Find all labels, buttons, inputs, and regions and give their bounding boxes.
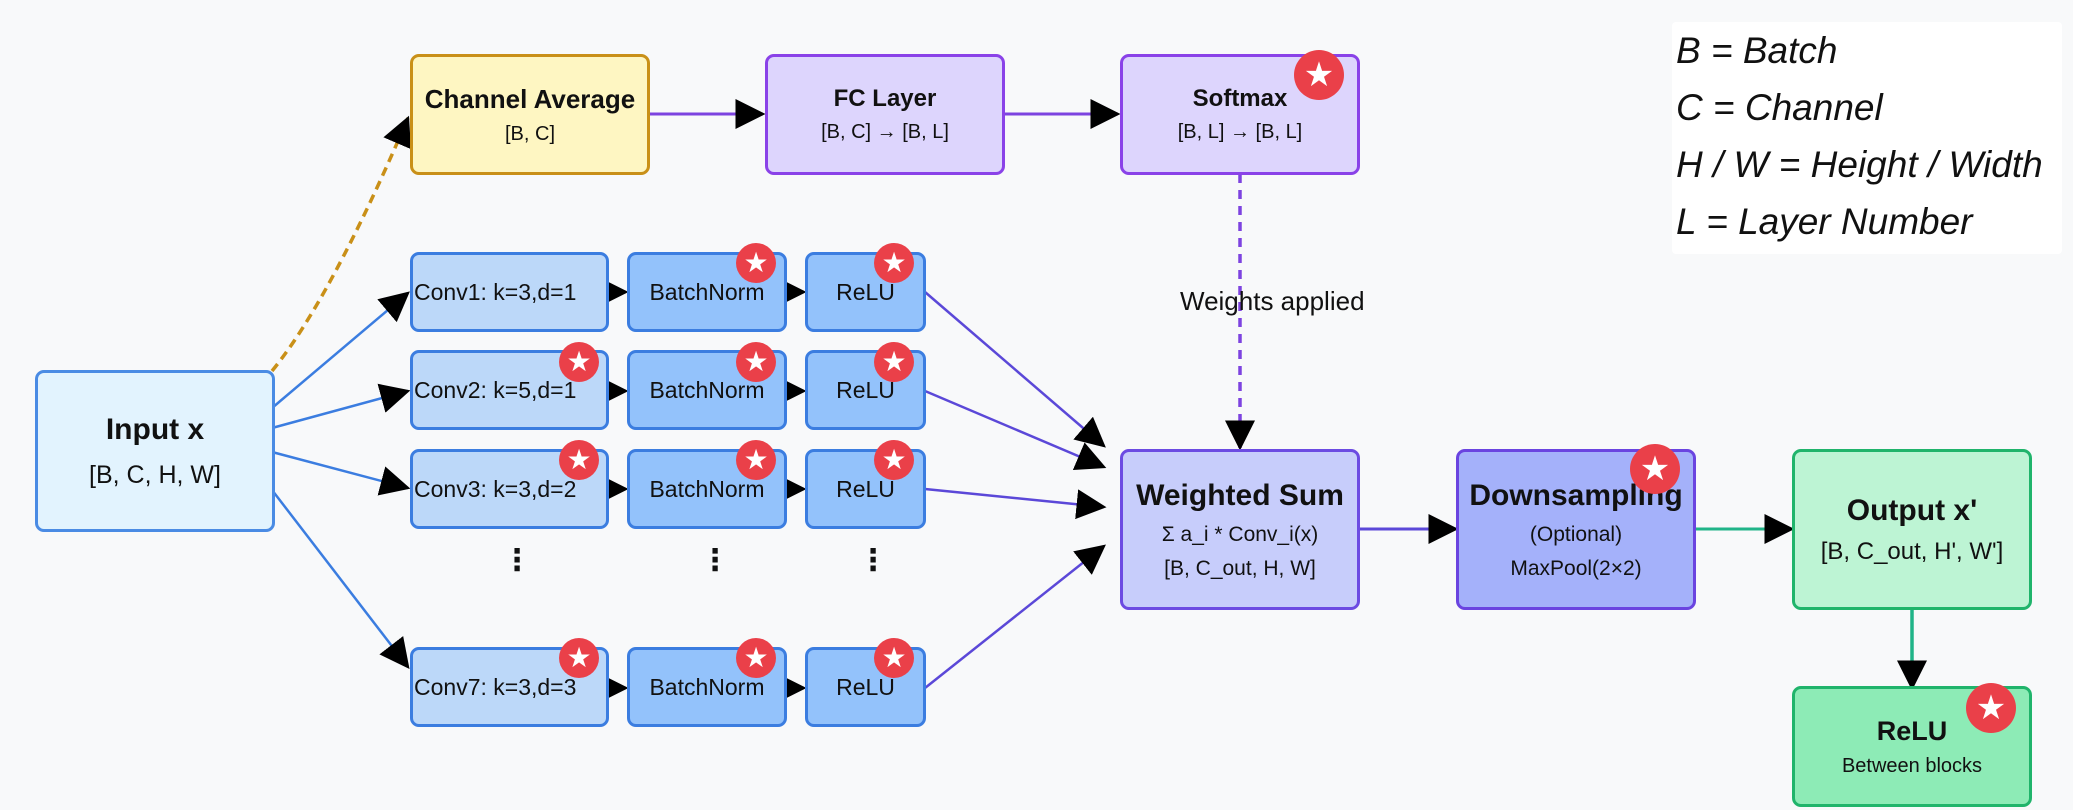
edge-relu7-to-weighted-sum: [924, 544, 1106, 689]
channel-average-shape: [B, C]: [504, 122, 555, 145]
softmax-node: Softmax [B, L] → [B, L]: [1120, 54, 1360, 175]
softmax-title: Softmax: [1192, 85, 1288, 112]
output-shape: [B, C_out, H', W']: [1820, 537, 2004, 565]
star-badge-conv3-icon: ★: [559, 440, 599, 480]
star-badge-batchnorm3-icon: ★: [736, 440, 776, 480]
fc-layer-shape: [B, C] → [B, L]: [821, 121, 949, 143]
weighted-sum-title: Weighted Sum: [1136, 478, 1344, 512]
conv1-box: Conv1: k=3,d=1: [410, 252, 609, 332]
batchnorm7-box: BatchNorm: [627, 647, 787, 727]
star-badge-relu3-icon: ★: [874, 440, 914, 480]
legend-batch: B = Batch: [1676, 30, 1838, 71]
weighted-sum-node: Weighted Sum Σ a_i * Conv_i(x) [B, C_out…: [1120, 449, 1360, 610]
legend-height-width: H / W = Height / Width: [1676, 144, 2043, 185]
output-title: Output x': [1846, 493, 1978, 527]
downsampling-op: MaxPool(2×2): [1510, 556, 1642, 580]
star-badge-relu7-icon: ★: [874, 638, 914, 678]
relu-final-note: Between blocks: [1841, 754, 1983, 777]
channel-average-title: Channel Average: [424, 83, 636, 114]
softmax-shape: [B, L] → [B, L]: [1177, 121, 1303, 143]
star-badge-conv2-icon: ★: [559, 342, 599, 382]
ellipsis-batchnorm: ⋮: [700, 544, 730, 577]
edge-relu1-to-weighted-sum: [924, 291, 1106, 448]
edge-input-to-conv2: [271, 383, 411, 430]
relu-final-title: ReLU: [1876, 715, 1948, 746]
weighted-sum-formula: Σ a_i * Conv_i(x): [1161, 522, 1319, 546]
star-badge-batchnorm2-icon: ★: [736, 342, 776, 382]
conv3-box: Conv3: k=3,d=2: [410, 449, 609, 529]
star-badge-softmax-icon: ★: [1294, 50, 1344, 100]
output-node: Output x' [B, C_out, H', W']: [1792, 449, 2032, 610]
legend-layer-number: L = Layer Number: [1676, 201, 1973, 242]
edge-relu3-to-weighted-sum: [924, 487, 1107, 520]
fc-layer-node: FC Layer [B, C] → [B, L]: [765, 54, 1005, 175]
branch-internal-edges: [598, 277, 807, 703]
channel-average-node: Channel Average [B, C]: [410, 54, 650, 175]
star-badge-relu-final-icon: ★: [1966, 683, 2016, 733]
downsampling-optional: (Optional): [1529, 522, 1623, 546]
edge-input-to-conv3: [271, 450, 411, 496]
ellipsis-conv: ⋮: [502, 544, 532, 577]
legend: B = Batch C = Channel H / W = Height / W…: [1672, 22, 2062, 254]
star-badge-batchnorm1-icon: ★: [736, 243, 776, 283]
star-badge-downsampling-icon: ★: [1630, 444, 1680, 494]
weights-applied-label: Weights applied: [1180, 286, 1365, 316]
star-badge-relu2-icon: ★: [874, 342, 914, 382]
ellipsis-relu: ⋮: [858, 544, 888, 577]
star-badge-conv7-icon: ★: [559, 638, 599, 678]
input-shape: [B, C, H, W]: [89, 460, 221, 489]
star-badge-relu1-icon: ★: [874, 243, 914, 283]
conv7-box: Conv7: k=3,d=3: [410, 647, 609, 727]
star-badge-batchnorm7-icon: ★: [736, 638, 776, 678]
legend-channel: C = Channel: [1676, 87, 1883, 128]
weighted-sum-shape: [B, C_out, H, W]: [1164, 556, 1316, 580]
edge-input-to-conv1: [271, 291, 410, 409]
input-node: Input x [B, C, H, W]: [35, 370, 275, 532]
edge-input-to-conv7: [271, 489, 410, 669]
edge-input-to-channel-average: [270, 115, 411, 373]
fc-layer-title: FC Layer: [833, 85, 937, 112]
edge-relu2-to-weighted-sum: [924, 389, 1107, 471]
input-title: Input x: [105, 412, 205, 446]
relu2-box: ReLU: [805, 350, 926, 430]
